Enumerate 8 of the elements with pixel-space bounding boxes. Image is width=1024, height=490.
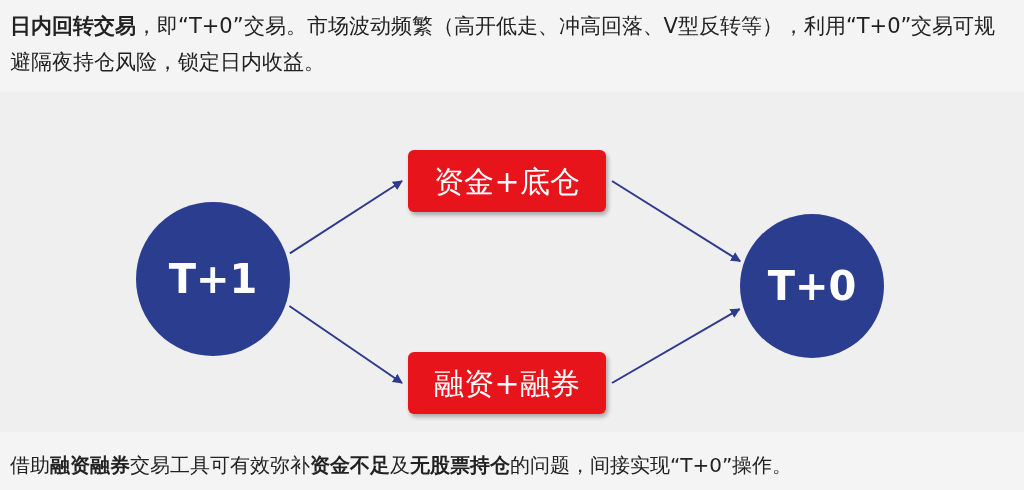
summary-paragraph: 借助融资融券交易工具可有效弥补资金不足及无股票持仓的问题，间接实现“T+0”操作。 [10,452,794,479]
arrow [288,305,403,384]
intro-paragraph: 日内回转交易，即“T+0”交易。市场波动频繁（高开低走、冲高回落、V型反转等），利用“T+0”交易可规避隔夜持仓风险，锁定日内收益。 [10,13,997,76]
arrow [288,180,403,255]
method-box: 资金+底仓 [408,150,606,212]
arrow [611,180,742,263]
method-box: 融资+融券 [408,352,606,414]
arrow [611,308,741,384]
